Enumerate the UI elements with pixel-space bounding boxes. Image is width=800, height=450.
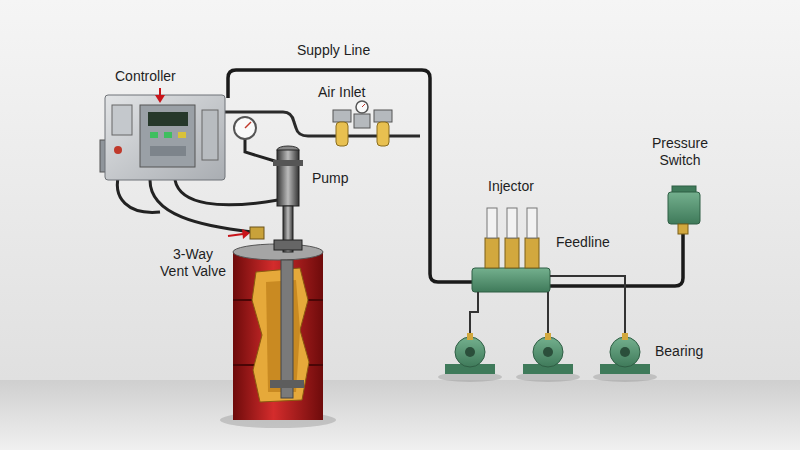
air-inlet-units-part <box>362 104 365 107</box>
controller-cabinet-part <box>114 146 122 154</box>
controller-cabinet-part <box>140 105 195 167</box>
pump-part <box>277 150 299 206</box>
bearings-part <box>467 333 473 340</box>
pump-part <box>274 240 302 250</box>
controller-pointer-part <box>159 88 161 96</box>
part-label: Injector <box>488 178 534 195</box>
controller-pointer <box>155 88 165 103</box>
part-label: Air Inlet <box>318 84 365 101</box>
part-label: Feedline <box>556 234 610 251</box>
bearings <box>445 333 650 374</box>
controller-pointer-part <box>155 95 165 103</box>
pressure-switch <box>668 186 700 234</box>
controller-cabinet-part <box>150 146 186 156</box>
drum-part <box>233 252 323 420</box>
hoses-part <box>245 139 278 162</box>
injector-part <box>507 208 517 238</box>
vent-valve-pointer-part <box>242 229 250 239</box>
pump <box>273 146 303 252</box>
bearings-part <box>610 337 640 367</box>
air-inlet-units-part <box>333 110 351 122</box>
pressure-switch-part <box>678 224 688 234</box>
bearings-part <box>465 347 475 357</box>
bearings-part <box>533 337 563 367</box>
vent-valve-pointer-part <box>228 234 243 236</box>
part-label: Controller <box>115 68 176 85</box>
controller-cabinet-part <box>245 122 251 128</box>
background-part <box>0 380 800 450</box>
bearings-part <box>455 337 485 367</box>
controller-cabinet-part <box>150 132 158 138</box>
air-inlet-units-part <box>336 122 348 146</box>
feedlines-part <box>470 292 478 334</box>
controller-cabinet-part <box>148 112 188 126</box>
injector-part <box>487 208 497 238</box>
controller-cabinet-part <box>112 105 132 135</box>
vent-valve-part <box>250 227 264 239</box>
feedlines-part <box>547 292 549 334</box>
injector-part <box>525 238 539 268</box>
part-label: 3-Way Vent Valve <box>158 246 228 280</box>
vent-valve-pointer <box>228 229 250 239</box>
part-label: Supply Line <box>297 42 370 59</box>
injector-part <box>472 268 550 292</box>
controller-cabinet-part <box>202 110 218 160</box>
injector <box>472 208 550 292</box>
injector-part <box>485 238 499 268</box>
injector-part <box>527 208 537 238</box>
air-inlet-units-part <box>354 114 370 128</box>
supply-line <box>228 70 683 286</box>
bearings-part <box>622 333 628 340</box>
controller-cabinet <box>100 95 256 180</box>
part-label: Bearing <box>655 343 703 360</box>
vent-valve <box>250 227 264 239</box>
drum-part <box>270 380 304 388</box>
air-inlet-units <box>333 101 392 146</box>
supply-line-part <box>550 234 683 286</box>
background-part <box>0 0 800 380</box>
hoses-part <box>175 180 278 205</box>
bearings-part <box>620 347 630 357</box>
pressure-switch-part <box>668 192 700 224</box>
bearings-part <box>543 347 553 357</box>
bearings-part <box>545 333 551 340</box>
feedlines-part <box>550 276 625 334</box>
feedlines <box>470 276 625 334</box>
controller-cabinet-part <box>164 132 172 138</box>
air-inlet-units-part <box>374 110 392 122</box>
drum-part <box>281 260 293 398</box>
controller-cabinet-part <box>105 95 225 180</box>
air-inlet-units-part <box>377 122 389 146</box>
part-label: Pressure Switch <box>640 135 720 169</box>
injector-part <box>505 238 519 268</box>
controller-cabinet-part <box>178 132 186 138</box>
pump-part <box>273 160 303 166</box>
part-label: Pump <box>312 170 349 187</box>
air-inlet-units-part <box>356 101 368 113</box>
controller-cabinet-part <box>234 117 256 139</box>
drum <box>233 244 323 420</box>
supply-line-part <box>228 70 474 282</box>
